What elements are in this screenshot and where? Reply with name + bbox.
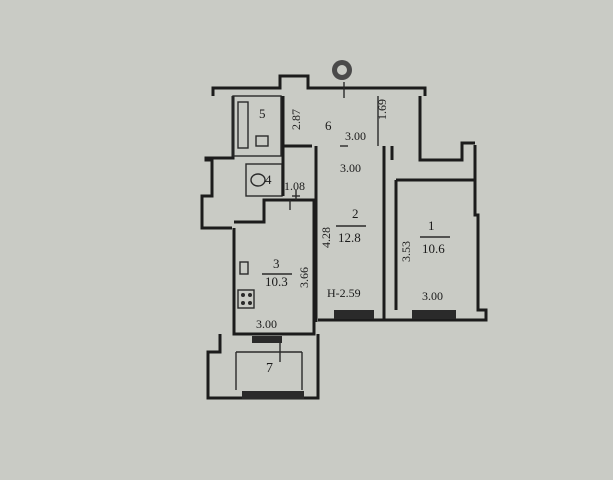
dim-3-00-room-6: 3.00 bbox=[345, 129, 366, 143]
labels: 5 6 4 2 12.8 1 10.6 3 10.3 7 2.87 1.69 3… bbox=[256, 99, 450, 376]
bathtub-icon bbox=[237, 101, 249, 149]
walls bbox=[200, 74, 488, 400]
room-3-number: 3 bbox=[273, 256, 280, 271]
room-3-area: 10.3 bbox=[265, 274, 288, 289]
dim-1-08: 1.08 bbox=[284, 179, 305, 193]
dim-4-28: 4.28 bbox=[319, 227, 333, 248]
room-1-area: 10.6 bbox=[422, 241, 445, 256]
window-room-3 bbox=[252, 336, 282, 343]
toilet-icon bbox=[250, 173, 266, 187]
dim-2-87: 2.87 bbox=[289, 109, 303, 130]
dim-3-53: 3.53 bbox=[399, 241, 413, 262]
room-2-number: 2 bbox=[352, 206, 359, 221]
dim-3-00-room-1: 3.00 bbox=[422, 289, 443, 303]
fixtures bbox=[237, 60, 352, 309]
room-7-number: 7 bbox=[266, 361, 273, 376]
dim-1-69: 1.69 bbox=[375, 99, 389, 120]
room-5-number: 5 bbox=[259, 106, 266, 121]
window-room-1 bbox=[412, 310, 456, 319]
window-room-2 bbox=[334, 310, 374, 319]
dim-3-00-room-3: 3.00 bbox=[256, 317, 277, 331]
fridge-icon bbox=[239, 261, 249, 275]
dim-3-00-room-2: 3.00 bbox=[340, 161, 361, 175]
window-room-7 bbox=[242, 391, 304, 399]
stove-icon bbox=[237, 289, 255, 309]
sink-icon bbox=[255, 135, 269, 147]
room-4-number: 4 bbox=[265, 172, 272, 187]
windows bbox=[242, 310, 456, 399]
room-1-number: 1 bbox=[428, 218, 435, 233]
room-2-area: 12.8 bbox=[338, 230, 361, 245]
ceiling-height: H-2.59 bbox=[327, 286, 361, 300]
room-6-number: 6 bbox=[325, 118, 332, 133]
dim-3-66: 3.66 bbox=[297, 267, 311, 288]
